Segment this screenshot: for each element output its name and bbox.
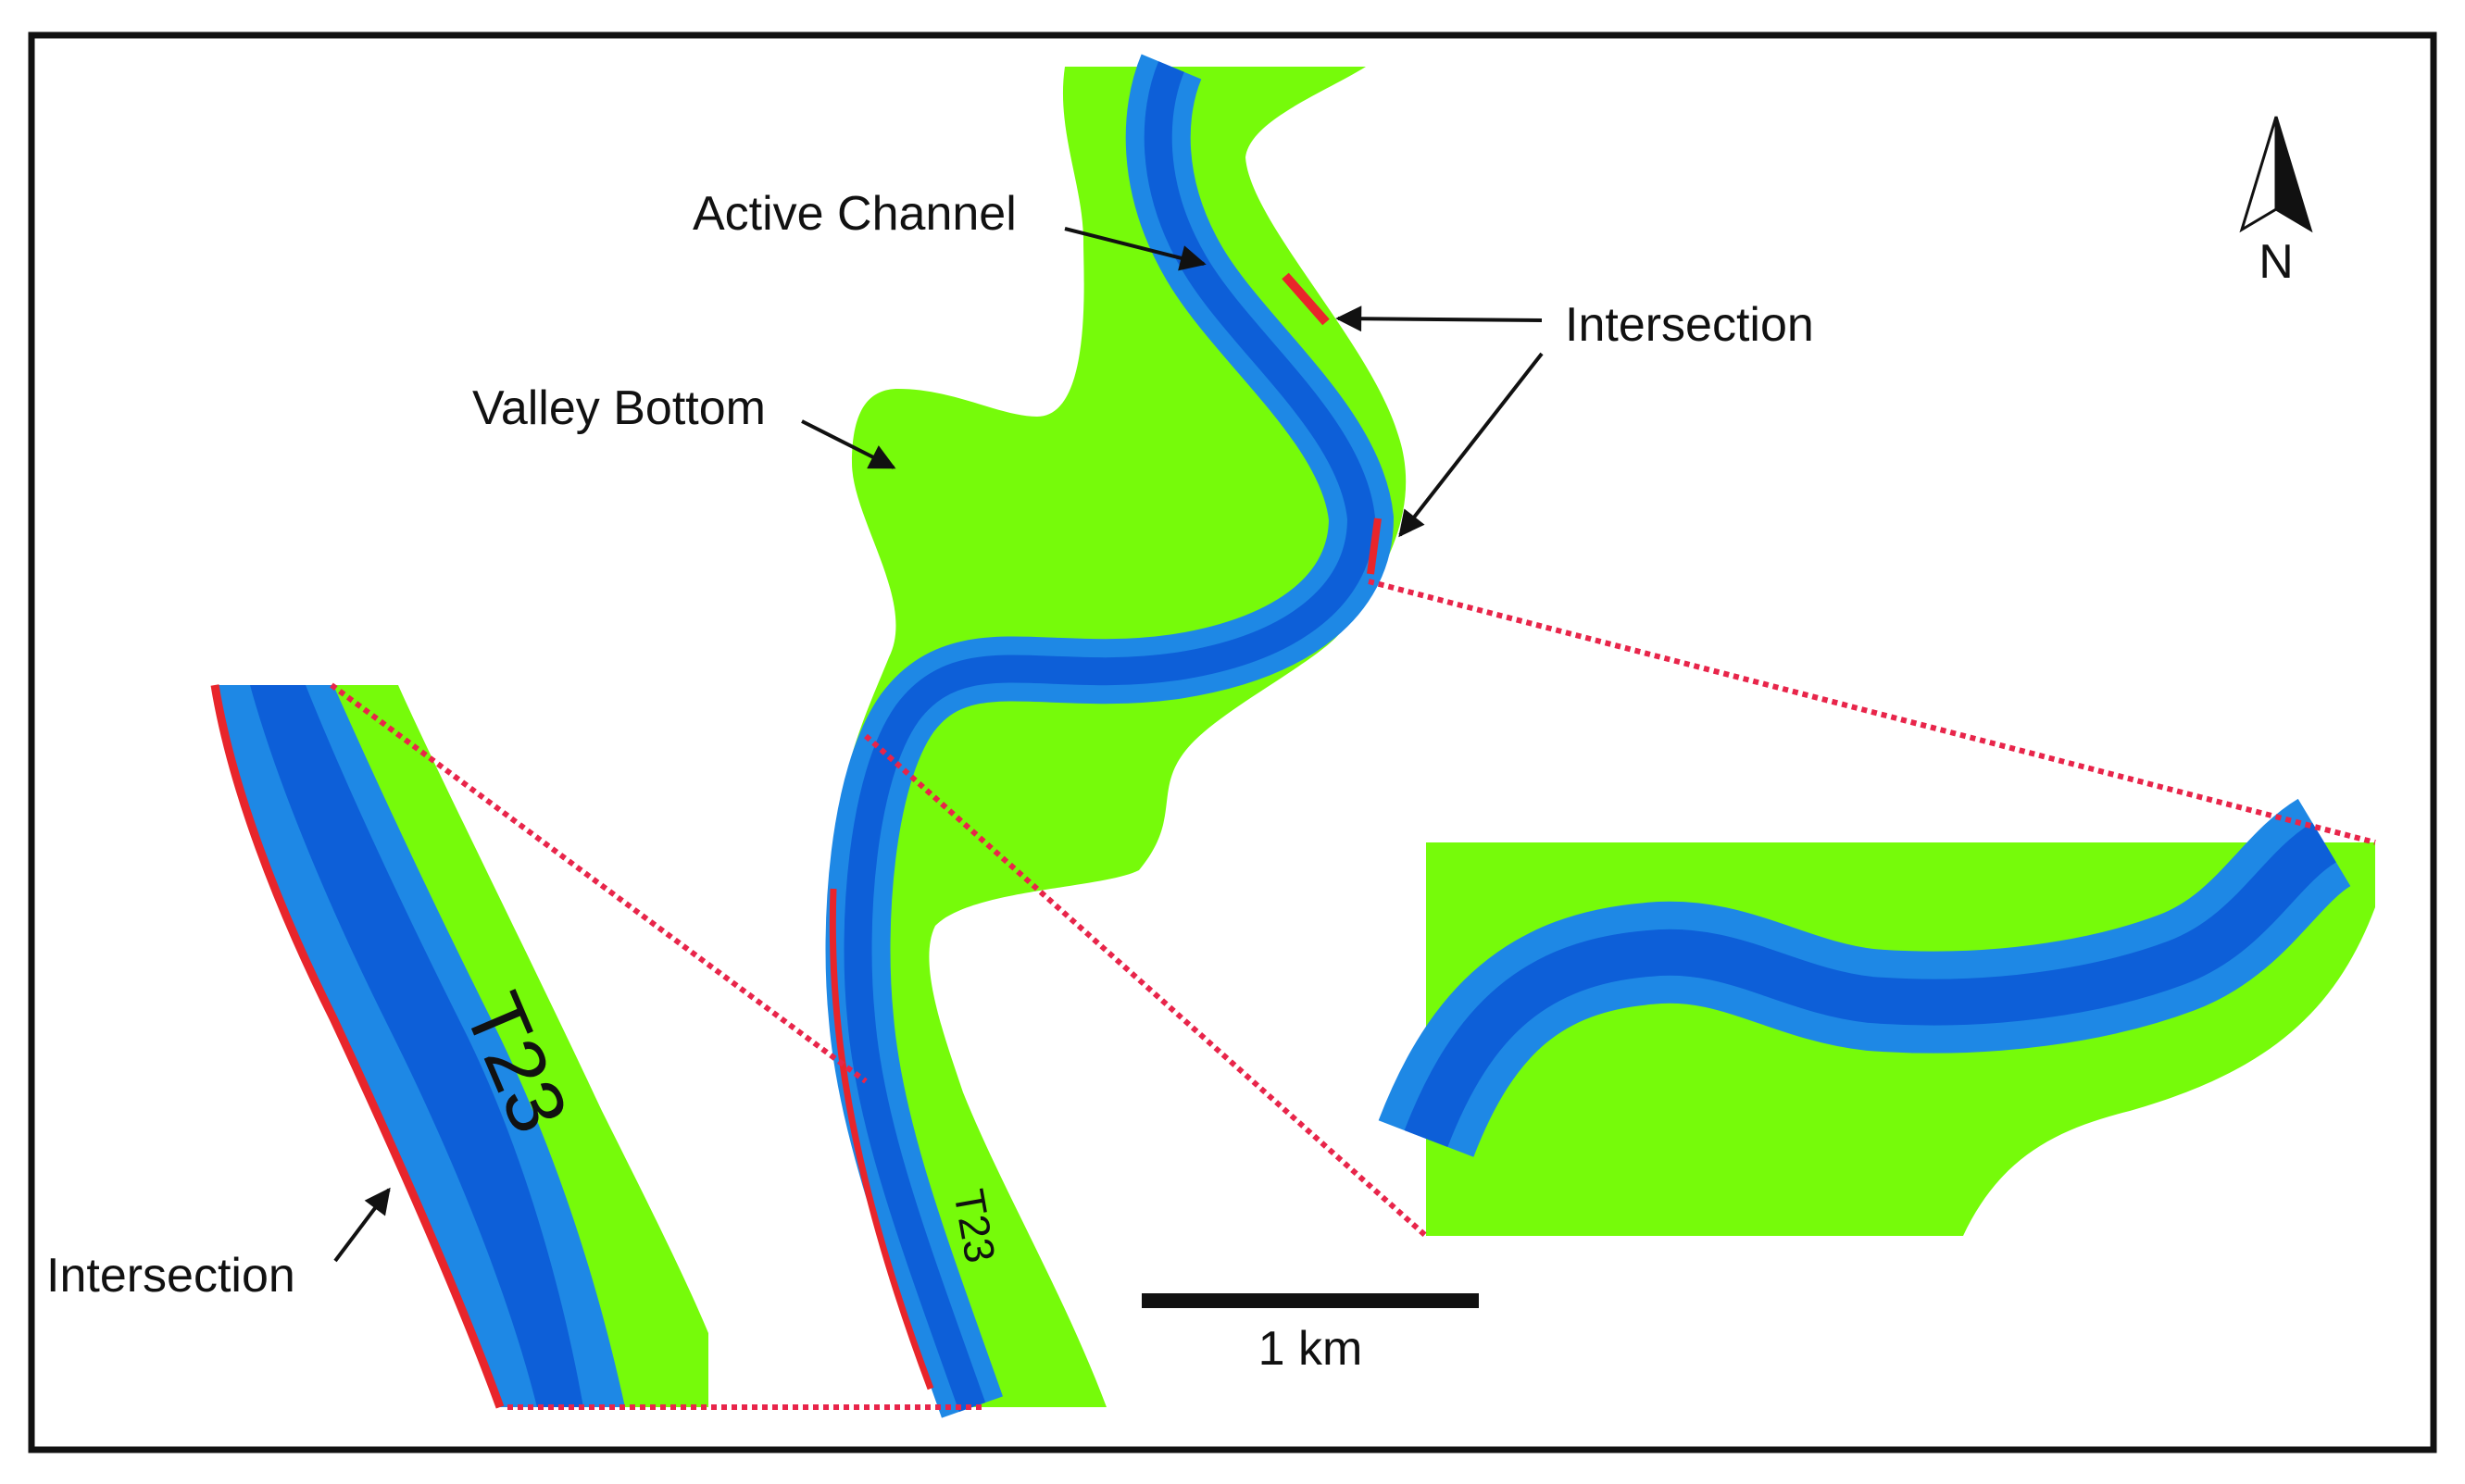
main-map: [825, 54, 1407, 1418]
inset-right-channel-core: [1404, 822, 2337, 1147]
left-inset: [210, 684, 708, 1409]
valley-bottom-label: Valley Bottom: [472, 381, 766, 435]
intersection-main-label: Intersection: [1565, 298, 1814, 352]
intersection-arrow-lower: [1398, 352, 1544, 538]
inset-left-channel-core: [250, 685, 583, 1407]
intersection-inset-arrow: [333, 1187, 391, 1263]
intersection-lower-sliver: [1367, 518, 1382, 575]
intersection-arrow-upper: [1335, 306, 1543, 332]
scale-bar-label: 1 km: [1258, 1322, 1363, 1376]
inset-left-intersection-edge: [210, 684, 505, 1409]
right-inset: [1378, 798, 2375, 1236]
valley-bottom-arrow: [801, 419, 896, 469]
valley-bottom-polygon: [833, 67, 1407, 1407]
intersection-upper-sliver: [1282, 272, 1330, 326]
intersection-t23-sliver: [829, 888, 934, 1390]
zoom-lines: [330, 579, 2376, 1410]
active-channel-core: [844, 61, 1376, 1412]
intersection-inset-label: Intersection: [46, 1249, 295, 1303]
scale-bar: 1 km: [1142, 1293, 1479, 1376]
north-arrow-icon: N: [2239, 116, 2313, 289]
north-label: N: [2259, 235, 2294, 289]
active-channel-label: Active Channel: [693, 187, 1017, 241]
zoom-line-left-top: [330, 682, 868, 1084]
scale-bar-line: [1142, 1293, 1479, 1308]
active-channel-arrow: [1064, 227, 1207, 271]
zoom-line-right-top: [1368, 579, 2376, 845]
zoom-line-right-bottom: [864, 733, 1428, 1239]
